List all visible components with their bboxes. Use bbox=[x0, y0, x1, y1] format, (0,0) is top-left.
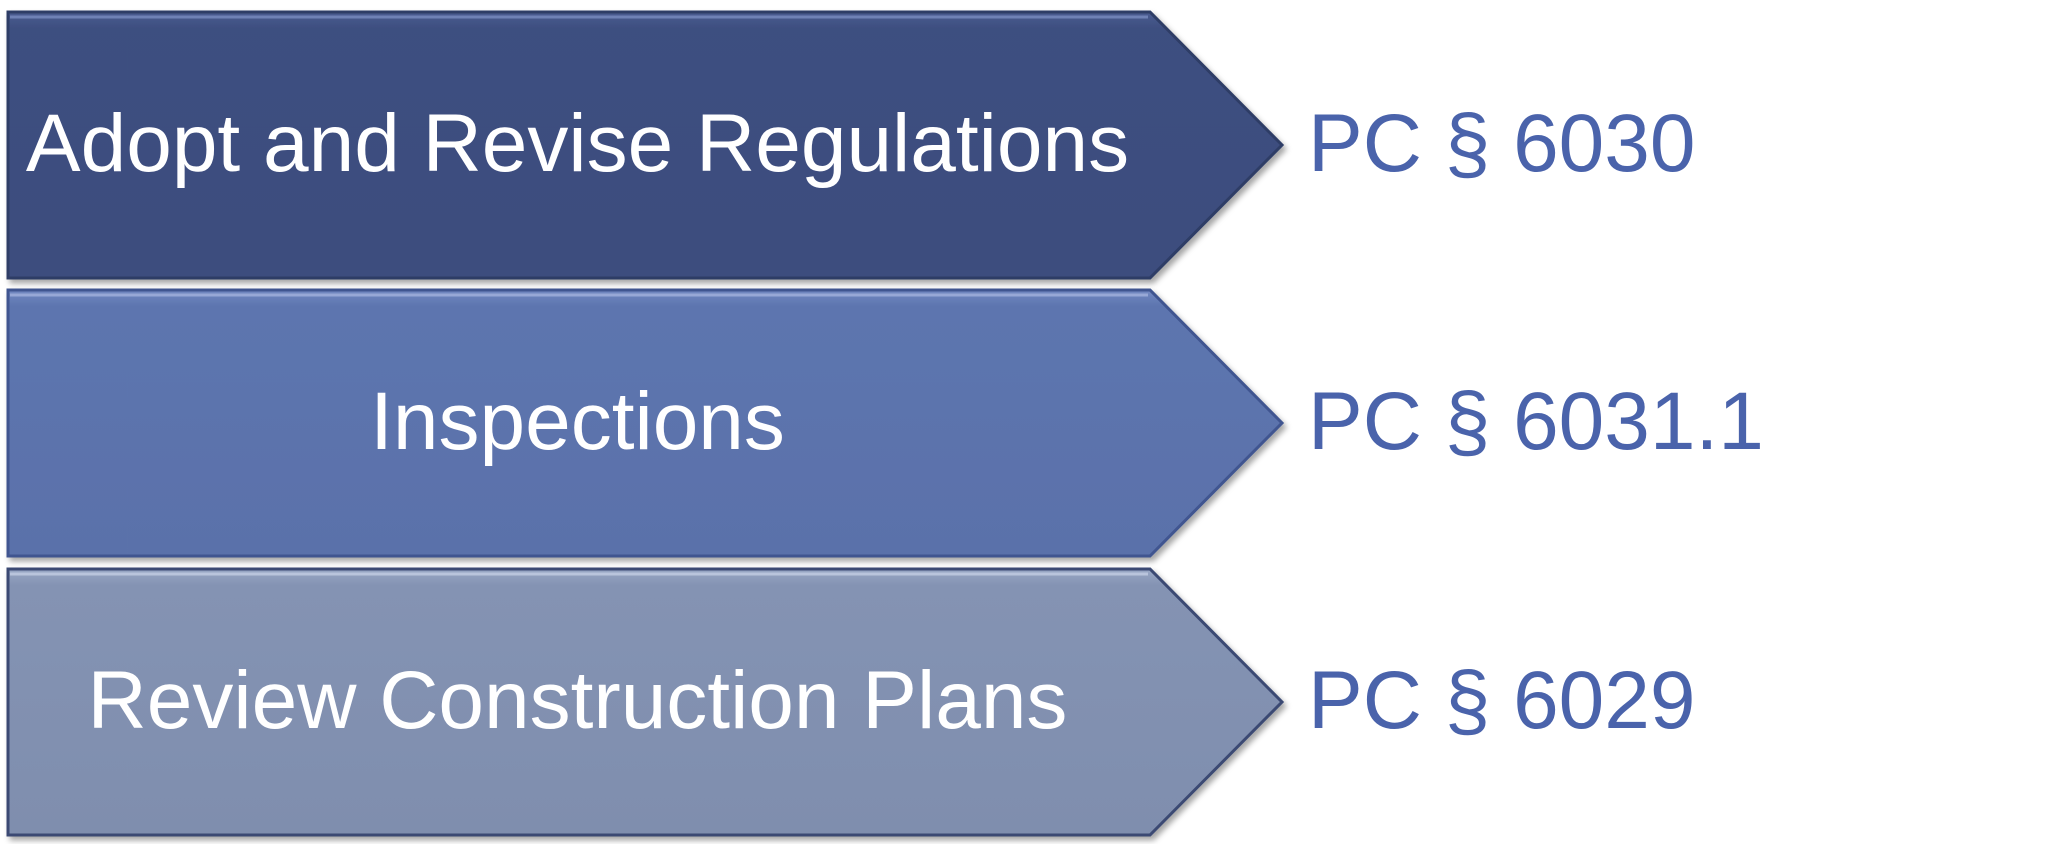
chevron-arrow-shape-2 bbox=[6, 288, 1285, 558]
process-step-1: Adopt and Revise Regulations PC § 6030 bbox=[0, 10, 2048, 287]
process-step-2: Inspections PC § 6031.1 bbox=[0, 288, 2048, 565]
code-reference: PC § 6029 bbox=[1308, 654, 1696, 746]
step-label: Inspections bbox=[370, 375, 785, 467]
code-reference: PC § 6030 bbox=[1308, 97, 1696, 189]
chevron-arrow-shape-1 bbox=[6, 10, 1285, 280]
code-reference: PC § 6031.1 bbox=[1308, 375, 1764, 467]
chevron-arrow-shape-3 bbox=[6, 567, 1285, 837]
step-label: Adopt and Revise Regulations bbox=[25, 97, 1130, 189]
step-label: Review Construction Plans bbox=[87, 654, 1068, 746]
process-step-3: Review Construction Plans PC § 6029 bbox=[0, 567, 2048, 844]
